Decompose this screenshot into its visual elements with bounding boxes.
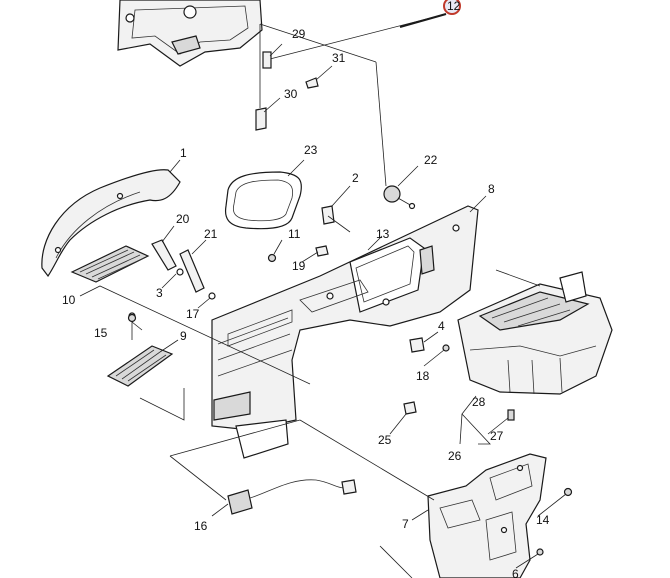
callout-17: 17	[186, 307, 200, 321]
callout-8: 8	[488, 182, 495, 196]
callout-21: 21	[204, 227, 218, 241]
part-15-screw	[127, 313, 137, 340]
part-22-knob	[383, 185, 416, 210]
callout-16: 16	[194, 519, 208, 533]
callout-9: 9	[180, 329, 187, 343]
part-12-rod	[265, 0, 461, 61]
callout-27: 27	[490, 429, 504, 443]
leader-lines	[79, 43, 567, 578]
callout-25: 25	[378, 433, 392, 447]
callout-28: 28	[472, 395, 486, 409]
callout-22: 22	[424, 153, 438, 167]
callout-29: 29	[292, 27, 306, 41]
callout-labels: 1 2 3 4 6 7 8 9 10 11 12 13 14 15 16 17 …	[62, 0, 550, 578]
callout-30: 30	[284, 87, 298, 101]
callout-15: 15	[94, 326, 108, 340]
part-2-clip	[321, 205, 351, 233]
part-10-grille	[70, 245, 150, 283]
highlight-ring	[443, 0, 461, 15]
callout-19: 19	[292, 259, 306, 273]
callout-13: 13	[376, 227, 390, 241]
callout-18: 18	[416, 369, 430, 383]
part-1-bezel	[41, 169, 181, 278]
fasteners-11-19	[267, 245, 329, 263]
callout-14: 14	[536, 513, 550, 527]
parts-4-18	[409, 337, 450, 353]
part-23-seal	[224, 171, 302, 230]
callout-3: 3	[156, 286, 163, 300]
main-panel-carrier	[211, 205, 479, 459]
callout-20: 20	[176, 212, 190, 226]
callout-7: 7	[402, 517, 409, 531]
small-clips-upper	[255, 23, 387, 187]
callout-11: 11	[288, 227, 301, 241]
upper-trim-panel	[117, 0, 263, 67]
callout-12: 12	[447, 0, 461, 13]
callout-31: 31	[332, 51, 346, 65]
callout-23: 23	[304, 143, 318, 157]
part-7-bracket	[427, 453, 573, 578]
part-28-tray	[457, 271, 613, 421]
part-16-sensor	[227, 479, 357, 515]
callout-10: 10	[62, 293, 76, 307]
callout-1: 1	[180, 146, 187, 160]
part-9-grille	[106, 345, 174, 387]
callout-6: 6	[512, 567, 519, 578]
callout-2: 2	[352, 171, 359, 185]
small-brackets-left	[128, 239, 216, 320]
callout-26: 26	[448, 449, 462, 463]
callout-4: 4	[438, 319, 445, 333]
part-25-clip	[403, 401, 417, 415]
